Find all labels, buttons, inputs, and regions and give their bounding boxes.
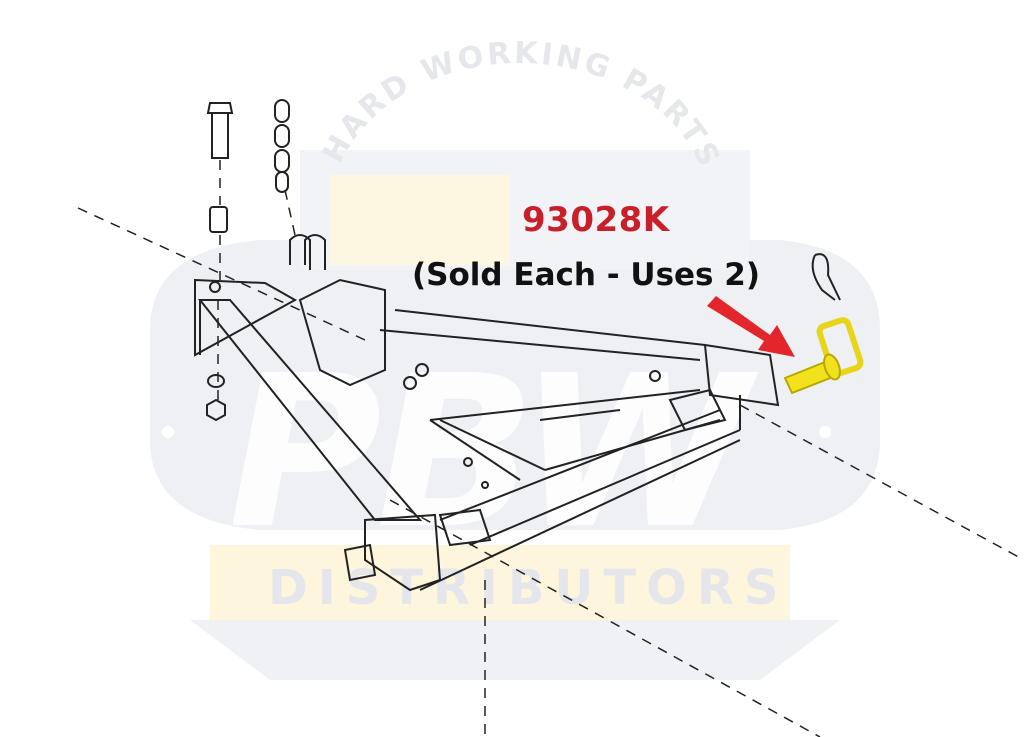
bolt-icon: [206, 102, 234, 159]
nut-icon: [206, 398, 226, 422]
chain-icon: [274, 99, 290, 193]
washer-icon: [207, 374, 225, 388]
center-lines: [77, 160, 1024, 737]
part-number-label: 93028K: [522, 200, 670, 240]
red-arrow-icon: [707, 296, 795, 357]
hairpin-clip-icon: [811, 253, 841, 301]
a-frame: [194, 278, 780, 592]
quantity-note: (Sold Each - Uses 2): [412, 257, 761, 293]
u-bolt-icon: [289, 234, 326, 270]
highlighted-pin-93028K: [783, 317, 864, 395]
spacer-icon: [209, 206, 228, 233]
watermark-subtitle: DISTRIBUTORS: [268, 560, 789, 616]
